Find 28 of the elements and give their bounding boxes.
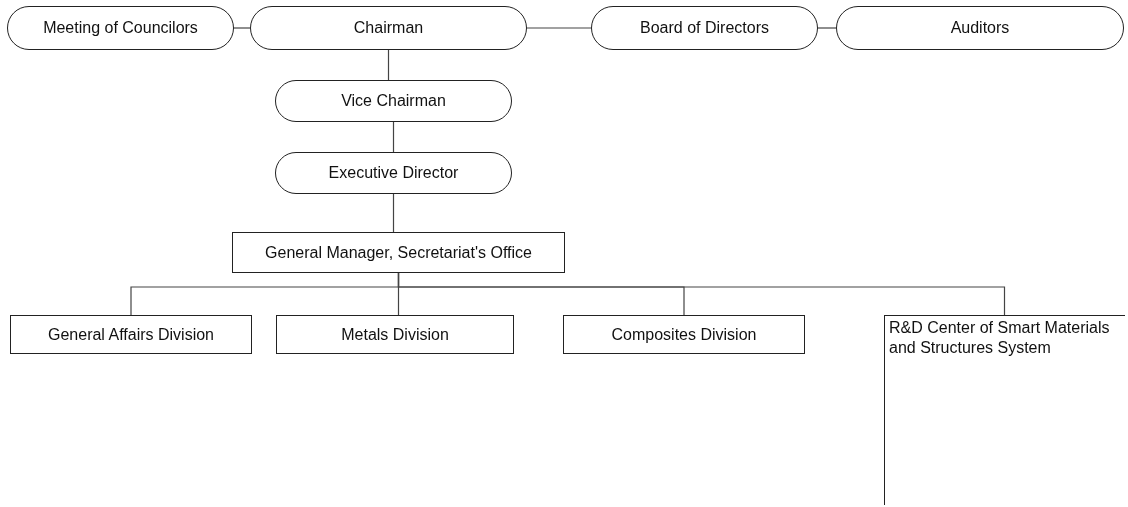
position-pill: [7, 6, 234, 50]
position-pill: [250, 6, 527, 50]
node-label: Meeting of Councilors: [43, 19, 198, 37]
node-label: Vice Chairman: [341, 92, 446, 110]
connector-line: [392, 193, 395, 233]
unit-box: [276, 315, 514, 354]
connector-line: [233, 27, 251, 29]
connector-line: [392, 121, 395, 153]
node-label: Board of Directors: [640, 19, 769, 37]
position-pill: [275, 80, 512, 122]
connector-line: [526, 27, 592, 29]
position-pill: [836, 6, 1124, 50]
unit-box: [232, 232, 565, 273]
node-label: Executive Director: [328, 164, 459, 182]
unit-box: [10, 315, 252, 354]
node-label: General Affairs Division: [48, 325, 214, 344]
connector-line: [387, 49, 390, 81]
connector-line: [817, 27, 837, 29]
position-pill: [275, 152, 512, 194]
node-label: R&D Center of Smart Materials and Structures System: [889, 318, 1111, 358]
node-label: Composites Division: [611, 325, 757, 344]
node-label: Chairman: [353, 19, 424, 37]
node-label: General Manager, Secretariat's Office: [265, 243, 532, 262]
connector-line: [397, 272, 1006, 316]
node-label: Auditors: [950, 19, 1010, 37]
node-label: Metals Division: [341, 325, 449, 344]
unit-box: [563, 315, 805, 354]
position-pill: [591, 6, 818, 50]
